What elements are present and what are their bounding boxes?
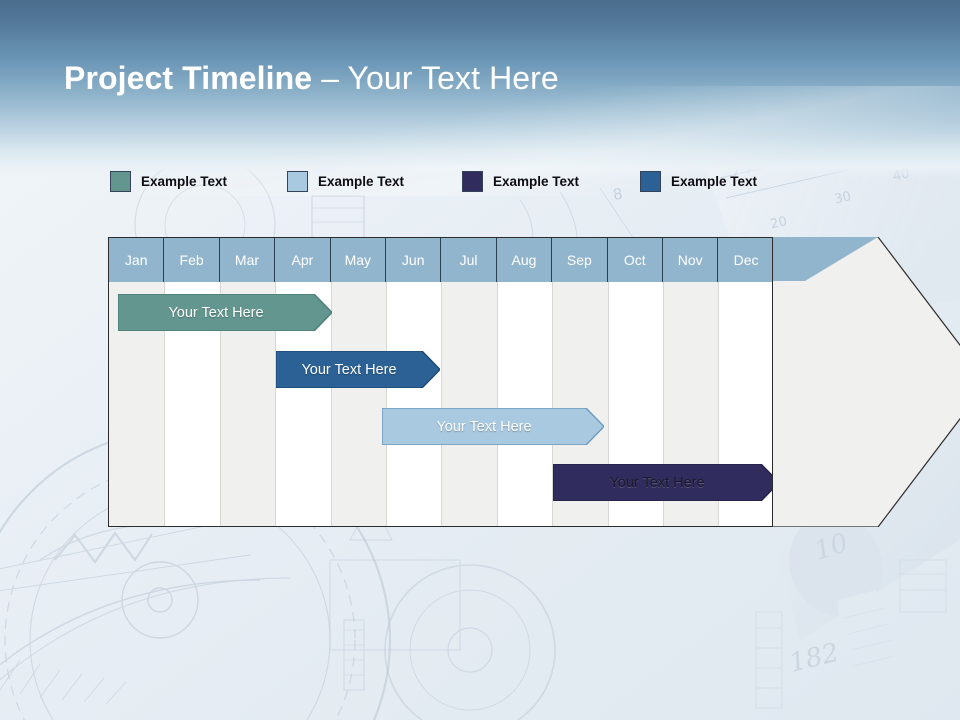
column-divider: [330, 282, 332, 526]
month-header-label: Dec: [733, 252, 759, 268]
timeline-bar-arrow-shape: [118, 294, 332, 331]
page-title-bold: Project Timeline: [64, 60, 313, 96]
month-header-aug[interactable]: Aug: [496, 238, 553, 282]
column-divider: [219, 282, 221, 526]
timeline-bar-label: Your Text Here: [436, 418, 532, 435]
month-header-apr[interactable]: Apr: [275, 238, 331, 282]
month-header-feb[interactable]: Feb: [164, 238, 220, 282]
page-title: Project Timeline – Your Text Here: [64, 58, 559, 98]
svg-text:20: 20: [769, 214, 788, 232]
column-divider: [496, 282, 498, 526]
timeline-bar-label: Your Text Here: [168, 304, 264, 321]
legend-item-label: Example Text: [141, 173, 228, 189]
header-gradient-band: [0, 0, 960, 178]
svg-text:8: 8: [612, 185, 625, 204]
legend-item-label: Example Text: [318, 173, 405, 189]
column-divider: [607, 282, 609, 526]
month-header-label: Mar: [234, 252, 260, 268]
legend-swatch-icon: [462, 170, 483, 192]
column-divider: [718, 282, 720, 526]
timeline-chart: Jan Feb Mar Apr May Jun Jul Aug Sep Oct …: [108, 237, 960, 527]
month-header-label: Nov: [677, 252, 703, 268]
month-header-jun[interactable]: Jun: [386, 238, 442, 282]
month-header-label: Jun: [401, 252, 425, 268]
column-divider: [275, 282, 277, 526]
legend-swatch-icon: [110, 170, 131, 192]
legend-item-label: Example Text: [671, 173, 758, 189]
month-header-label: Apr: [291, 252, 314, 268]
month-header-label: Jan: [124, 252, 148, 268]
month-column-feb: [164, 238, 220, 526]
legend-item[interactable]: Example Text: [640, 168, 757, 194]
timeline-bar-1[interactable]: Your Text Here: [118, 294, 332, 331]
page-title-rest: – Your Text Here: [312, 60, 559, 96]
month-header-jul[interactable]: Jul: [441, 238, 497, 282]
month-header-mar[interactable]: Mar: [219, 238, 276, 282]
month-header-label: Feb: [179, 252, 204, 268]
timeline-bar-3[interactable]: Your Text Here: [382, 408, 604, 445]
month-header-sep[interactable]: Sep: [552, 238, 608, 282]
svg-text:30: 30: [833, 189, 852, 207]
timeline-bar-2[interactable]: Your Text Here: [276, 351, 440, 388]
month-column-mar: [219, 238, 276, 526]
timeline-bar-arrow-shape: [382, 408, 604, 445]
column-divider: [552, 282, 554, 526]
legend: Example Text Example Text Example Text E…: [110, 168, 910, 196]
month-header-label: Oct: [623, 252, 646, 268]
legend-item[interactable]: Example Text: [287, 168, 404, 194]
timeline-bar-arrow-shape: [276, 351, 440, 388]
timeline-arrow-head: [772, 237, 960, 527]
month-column-aug: [496, 238, 553, 526]
month-header-may[interactable]: May: [330, 238, 386, 282]
column-divider: [441, 282, 443, 526]
month-header-jan[interactable]: Jan: [109, 238, 165, 282]
month-header-label: Jul: [459, 252, 478, 268]
month-header-oct[interactable]: Oct: [607, 238, 663, 282]
month-column-jan: [109, 238, 165, 526]
month-header-dec[interactable]: Dec: [718, 238, 772, 282]
timeline-bar-4[interactable]: Your Text Here: [553, 464, 772, 501]
legend-item[interactable]: Example Text: [462, 168, 579, 194]
month-header-label: Aug: [511, 252, 537, 268]
timeline-bar-label: Your Text Here: [301, 361, 397, 378]
legend-swatch-icon: [287, 170, 308, 192]
legend-item[interactable]: Example Text: [110, 168, 227, 194]
month-header-label: May: [344, 252, 372, 268]
legend-swatch-icon: [640, 170, 661, 192]
month-header-nov[interactable]: Nov: [663, 238, 719, 282]
timeline-bar-label: Your Text Here: [609, 474, 705, 491]
column-divider: [386, 282, 387, 526]
month-column-jul: [441, 238, 497, 526]
month-header-label: Sep: [566, 252, 592, 268]
timeline-grid: Jan Feb Mar Apr May Jun Jul Aug Sep Oct …: [108, 237, 773, 527]
column-divider: [663, 282, 664, 526]
timeline-bar-arrow-shape: [553, 464, 772, 501]
legend-item-label: Example Text: [493, 173, 580, 189]
column-divider: [164, 282, 166, 526]
